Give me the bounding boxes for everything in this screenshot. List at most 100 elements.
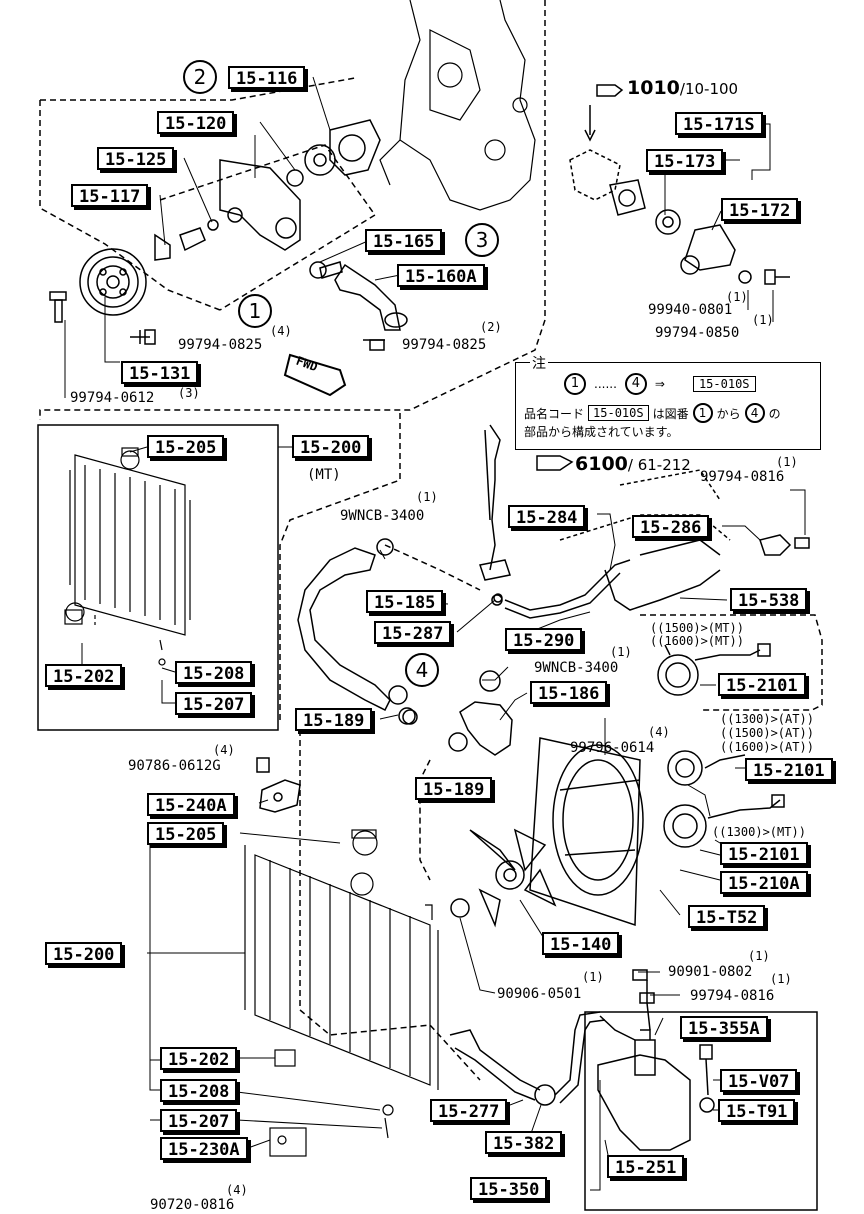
label-15-538: 15-538 (730, 588, 808, 611)
variant-note: ((1600)>(AT)) (720, 740, 814, 754)
part-number: 90786-0612G (128, 758, 221, 774)
label-15-277: 15-277 (430, 1099, 508, 1122)
label-15-117: 15-117 (71, 184, 149, 207)
variant-note: ((1300)>(MT)) (712, 825, 806, 839)
label-15-205-at: 15-205 (147, 822, 225, 845)
part-number: 99794-0850 (655, 325, 740, 341)
label-15-T91: 15-T91 (718, 1099, 796, 1122)
quantity: (1) (582, 970, 604, 984)
radiator-mt (64, 447, 191, 666)
radiator-at (244, 829, 439, 1157)
part-number: 90720-0816 (150, 1197, 235, 1213)
water-pump-group-outline (39, 77, 356, 311)
label-15-T52: 15-T52 (688, 905, 766, 928)
quantity: (1) (748, 949, 770, 963)
ref-sub: /10-100 (679, 80, 739, 98)
part-number: 90906-0501 (497, 986, 582, 1002)
group-circle-3: 3 (465, 223, 499, 257)
group-circle-4: 4 (405, 653, 439, 687)
note-title: 注 (530, 353, 548, 373)
label-15-173: 15-173 (646, 149, 724, 172)
label-15-205-mt: 15-205 (147, 435, 225, 458)
water-hose-186 (448, 670, 513, 756)
label-15-160A: 15-160A (397, 264, 485, 287)
cooling-fan-blade (469, 828, 557, 941)
part-number: 99940-0801 (648, 302, 733, 318)
quantity: (2) (480, 320, 502, 334)
label-15-207-at: 15-207 (160, 1109, 238, 1132)
part-number: 90901-0802 (668, 964, 753, 980)
radiator-mt-frame (37, 424, 279, 731)
ref-sub: / 61-212 (627, 456, 691, 474)
ref-hand-icon (596, 84, 624, 97)
part-number: 99794-0612 (70, 390, 155, 406)
label-15-172: 15-172 (721, 198, 799, 221)
label-15-290: 15-290 (505, 628, 583, 651)
label-15-240A: 15-240A (147, 793, 235, 816)
reserve-tank (597, 969, 715, 1151)
label-15-208-mt: 15-208 (175, 661, 253, 684)
quantity: (1) (752, 313, 774, 327)
label-15-284: 15-284 (508, 505, 586, 528)
label-15-165: 15-165 (365, 229, 443, 252)
label-15-2101-at2: 15-2101 (720, 842, 808, 865)
label-15-286: 15-286 (632, 515, 710, 538)
ref-main: 6100 (575, 453, 628, 475)
bolts-top (49, 269, 790, 351)
water-outlet-pipe (309, 261, 408, 331)
quantity: (1) (610, 645, 632, 659)
part-number: 99794-0825 (402, 337, 487, 353)
label-15-207-mt: 15-207 (175, 692, 253, 715)
label-15-350: 15-350 (470, 1177, 548, 1200)
note-dots: ...... (594, 377, 617, 391)
note-box: 注 1 ...... 4 ⇒ 15-010S 品名コード 15-010S は図番… (515, 353, 821, 450)
label-15-230A: 15-230A (160, 1137, 248, 1160)
cross-reference-6100[interactable]: 6100/ 61-212 (575, 453, 691, 475)
quantity: (3) (178, 386, 200, 400)
reserve-tank-frame (584, 1011, 818, 1211)
label-15-382: 15-382 (485, 1131, 563, 1154)
label-15-140: 15-140 (542, 932, 620, 955)
label-15-116: 15-116 (228, 66, 306, 89)
label-15-287: 15-287 (374, 621, 452, 644)
quantity: (1) (416, 490, 438, 504)
note-text: の (768, 406, 781, 421)
note-circle-1: 1 (564, 373, 586, 395)
variant-mt: (MT) (307, 467, 341, 483)
fwd-arrow-shape (283, 353, 347, 397)
label-15-2101-at: 15-2101 (745, 758, 833, 781)
water-pump-body (154, 119, 381, 261)
note-circle-4: 4 (744, 403, 765, 423)
part-number: 99796-0614 (570, 740, 655, 756)
ref-hand-icon (536, 455, 574, 471)
cross-reference-1010[interactable]: 1010/10-100 (627, 77, 738, 99)
label-15-210A: 15-210A (720, 871, 808, 894)
group-circle-1: 1 (238, 294, 272, 328)
label-15-200-mt: 15-200 (292, 435, 370, 458)
variant-note: ((1500)>(MT)) (650, 621, 744, 635)
note-circle-4: 4 (624, 373, 647, 395)
label-15-185: 15-185 (366, 590, 444, 613)
label-15-202-mt: 15-202 (45, 664, 123, 687)
label-15-202-at: 15-202 (160, 1047, 238, 1070)
label-15-200-at: 15-200 (45, 942, 123, 965)
note-text: 部品から構成されています。 (524, 425, 679, 439)
part-number: 99794-0825 (178, 337, 263, 353)
overflow-hoses (449, 1011, 636, 1106)
ref-main: 1010 (627, 77, 680, 99)
label-15-355A: 15-355A (680, 1016, 768, 1039)
engine-block-sketch (379, 0, 536, 211)
variant-note: ((1600)>(MT)) (650, 634, 744, 648)
label-15-131: 15-131 (121, 361, 199, 384)
variant-note: ((1300)>(AT)) (720, 712, 814, 726)
note-text: から (716, 406, 741, 421)
part-number: 9WNCB-3400 (534, 660, 619, 676)
note-circle-1: 1 (692, 403, 713, 423)
note-arrow: ⇒ (654, 377, 665, 391)
water-pump-pulley (79, 248, 147, 316)
label-15-125: 15-125 (97, 147, 175, 170)
label-15-251: 15-251 (607, 1155, 685, 1178)
radiator-bracket (256, 757, 301, 813)
label-15-186: 15-186 (530, 681, 608, 704)
thermostat-housing (569, 105, 736, 275)
